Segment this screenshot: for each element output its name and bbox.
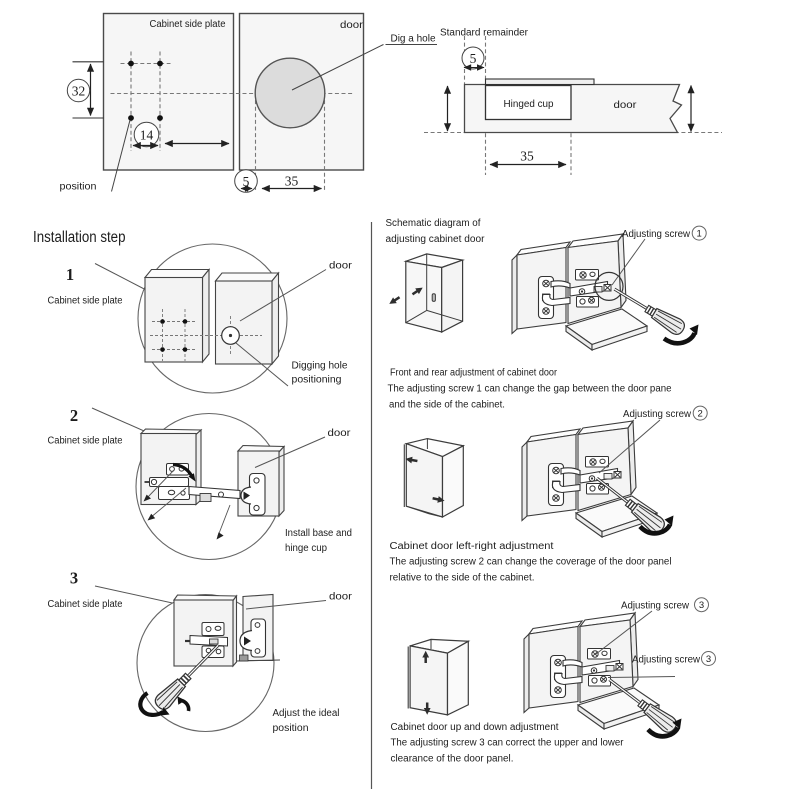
svg-text:adjusting cabinet door: adjusting cabinet door [386,234,486,245]
svg-text:1: 1 [66,265,74,284]
svg-text:Installation step: Installation step [33,229,126,246]
svg-text:35: 35 [285,174,299,189]
svg-text:The adjusting screw 2 can chan: The adjusting screw 2 can change the cov… [390,557,672,568]
svg-text:Install base and: Install base and [285,528,352,539]
svg-text:5: 5 [470,51,477,66]
svg-text:and the side of the cabinet.: and the side of the cabinet. [389,400,505,411]
svg-text:Standard remainder: Standard remainder [440,27,529,38]
svg-text:Cabinet door left-right adjust: Cabinet door left-right adjustment [390,541,554,552]
svg-text:Cabinet door up and down adjus: Cabinet door up and down adjustment [391,722,559,733]
svg-text:Adjusting screw: Adjusting screw [621,601,690,612]
svg-text:Cabinet side plate: Cabinet side plate [48,599,123,610]
svg-text:positioning: positioning [292,375,342,386]
svg-text:2: 2 [698,409,703,420]
svg-text:position: position [60,182,97,193]
svg-text:The adjusting screw 3 can corr: The adjusting screw 3 can correct the up… [391,738,625,749]
svg-text:Cabinet side plate: Cabinet side plate [48,436,123,447]
svg-text:Hinged cup: Hinged cup [504,99,554,110]
svg-text:35: 35 [520,149,534,164]
svg-text:Cabinet side plate: Cabinet side plate [48,296,123,307]
svg-text:Schematic diagram of: Schematic diagram of [386,218,481,229]
svg-text:door: door [329,592,353,603]
svg-text:3: 3 [70,569,78,588]
svg-text:relative to the side of the ca: relative to the side of the cabinet. [390,572,535,583]
svg-text:door: door [328,428,352,439]
svg-text:Adjust the ideal: Adjust the ideal [273,708,340,719]
svg-text:Front and rear adjustment of c: Front and rear adjustment of cabinet doo… [390,368,558,379]
svg-text:position: position [273,723,309,734]
svg-text:Adjusting screw: Adjusting screw [623,409,692,420]
svg-text:5: 5 [243,174,250,189]
svg-text:3: 3 [699,600,704,611]
svg-text:14: 14 [140,127,154,142]
svg-text:Adjusting screw: Adjusting screw [622,229,691,240]
svg-text:door: door [340,20,364,31]
svg-text:1: 1 [697,229,702,240]
svg-text:2: 2 [70,406,78,425]
svg-text:The adjusting screw 1 can chan: The adjusting screw 1 can change the gap… [388,384,672,395]
svg-text:hinge cup: hinge cup [285,543,327,554]
svg-text:3: 3 [706,654,711,665]
svg-text:Cabinet side plate: Cabinet side plate [150,19,226,30]
svg-text:Adjusting screw: Adjusting screw [632,655,701,666]
svg-text:door: door [329,261,353,272]
svg-text:32: 32 [72,83,86,98]
svg-text:clearance of the door panel.: clearance of the door panel. [391,753,514,764]
svg-text:Dig a hole: Dig a hole [391,34,436,45]
svg-text:door: door [614,100,638,111]
svg-text:Digging hole: Digging hole [292,361,348,372]
